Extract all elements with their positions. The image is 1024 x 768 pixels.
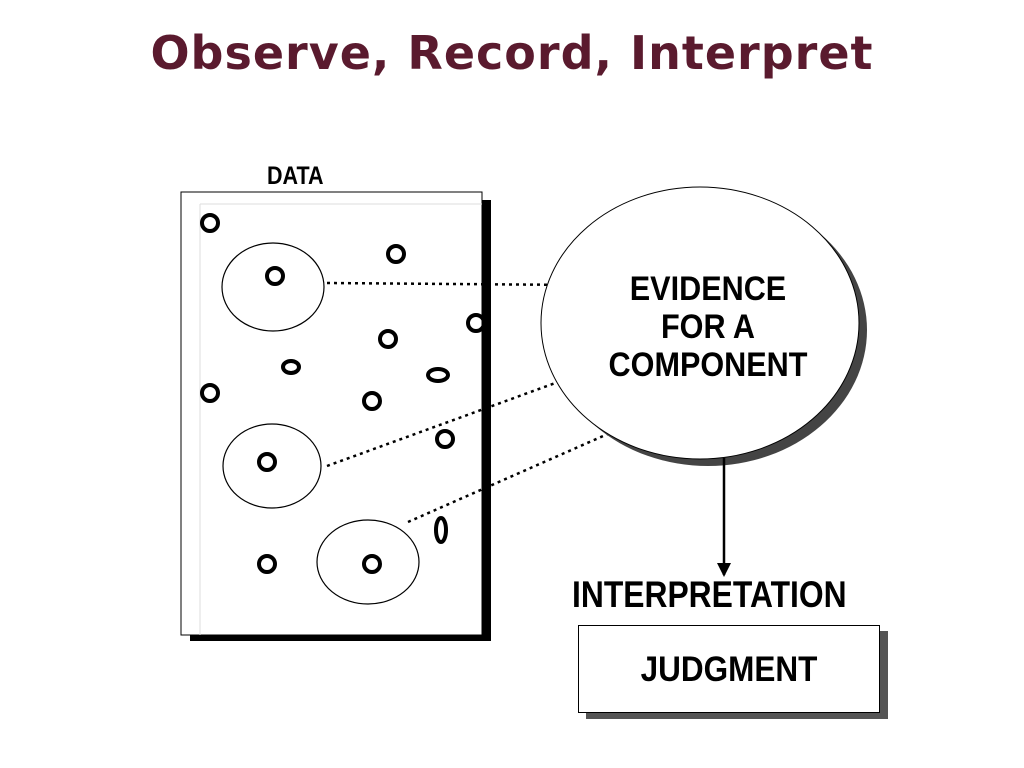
data-label: DATA bbox=[267, 162, 324, 190]
evidence-line: FOR A bbox=[660, 308, 756, 346]
dotted-arrow bbox=[326, 279, 582, 290]
data-point bbox=[426, 367, 450, 383]
evidence-line: EVIDENCE bbox=[629, 270, 787, 308]
data-point bbox=[200, 383, 220, 403]
dotted-arrow bbox=[326, 372, 582, 468]
evidence-line: COMPONENT bbox=[608, 346, 808, 384]
judgment-label: JUDGMENT bbox=[640, 650, 818, 689]
data-point bbox=[362, 391, 382, 411]
slide-title: Observe, Record, Interpret bbox=[150, 26, 874, 80]
judgment-box: JUDGMENT bbox=[578, 625, 880, 713]
data-point bbox=[435, 429, 455, 449]
data-point bbox=[281, 359, 301, 375]
data-group-circle bbox=[221, 242, 325, 332]
data-point bbox=[265, 266, 285, 286]
data-point bbox=[362, 554, 382, 574]
data-group-circle bbox=[222, 423, 322, 509]
data-group-circle bbox=[316, 519, 420, 605]
interpretation-label: INTERPRETATION bbox=[572, 574, 847, 615]
evidence-label: EVIDENCE FOR A COMPONENT bbox=[573, 270, 843, 384]
data-point bbox=[434, 516, 448, 544]
data-point bbox=[257, 554, 277, 574]
data-panel bbox=[180, 191, 491, 641]
data-point bbox=[378, 329, 398, 349]
data-points bbox=[200, 213, 486, 574]
data-point bbox=[386, 244, 406, 264]
data-point bbox=[200, 213, 220, 233]
data-groups bbox=[221, 242, 420, 605]
data-point bbox=[257, 452, 277, 472]
evidence-bubble bbox=[540, 186, 867, 466]
data-point bbox=[466, 313, 486, 333]
